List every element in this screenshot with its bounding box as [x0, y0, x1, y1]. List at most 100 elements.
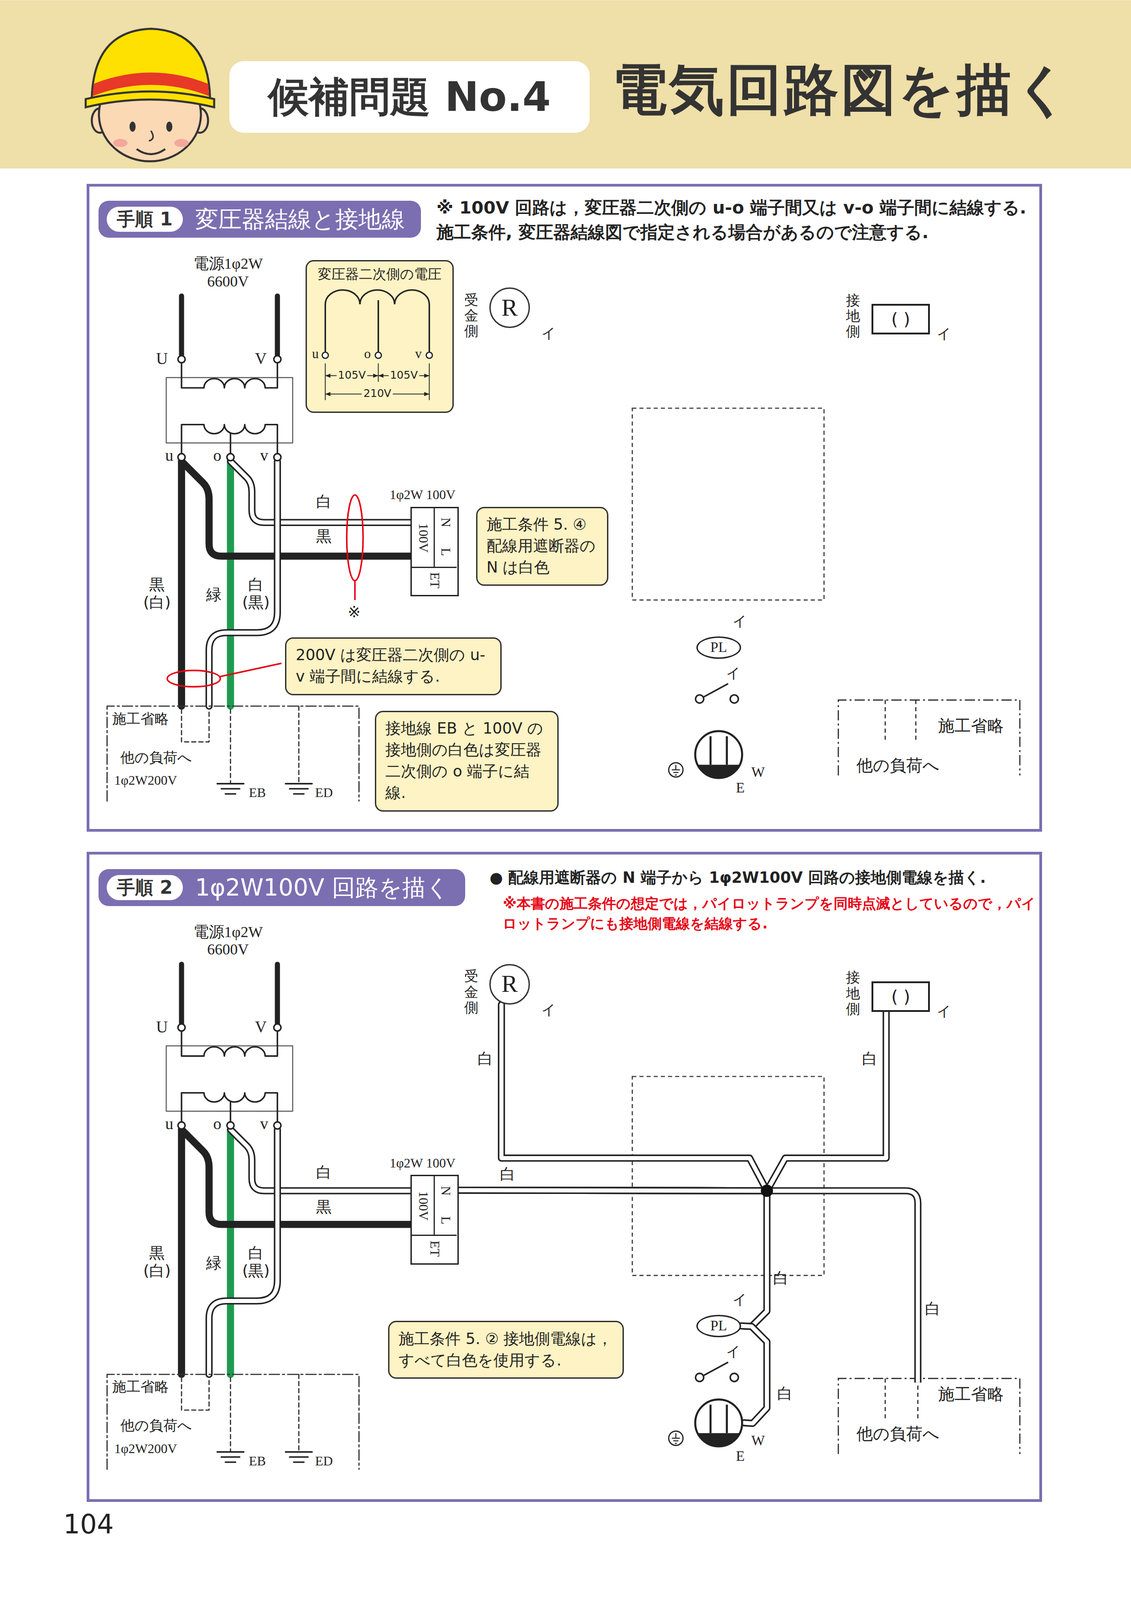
wire-color-label: 白 — [773, 1269, 789, 1287]
wire-stroke — [458, 1189, 768, 1327]
right-side-1 — [632, 408, 1020, 776]
callout-box: 施工条件 5. ② 接地側電線は，すべて白色を使用する. — [388, 1320, 624, 1379]
helmet — [91, 28, 210, 99]
switch-contact — [695, 694, 704, 703]
side-label: 接地側 — [845, 292, 861, 340]
pilot-lamp: PLイ — [696, 636, 742, 659]
callout-box: 接地線 EB と 100V の接地側の白色は変圧器二次側の o 端子に結線. — [374, 710, 559, 812]
terminal-label: U — [155, 349, 168, 368]
switch-lever — [703, 683, 729, 697]
eye — [166, 121, 173, 132]
callout-mark: ※ — [347, 603, 361, 621]
grounded-box: 接地側( )イ — [871, 303, 930, 335]
callout-text: 200V は変圧器二次側の u-v 端子間に結線する. — [295, 644, 492, 688]
cheek — [113, 138, 128, 147]
step-number: 手順 1 — [106, 206, 183, 232]
leader-line — [220, 663, 282, 677]
terminal-label: U — [155, 1017, 168, 1036]
terminal-label: u — [165, 446, 174, 465]
wire-stroke — [458, 1004, 768, 1191]
load-label: 他の負荷へ — [856, 756, 940, 775]
switch-contact — [695, 1372, 704, 1381]
load-label: 他の負荷へ — [120, 1417, 192, 1433]
ground-label: ED — [315, 785, 333, 800]
ground-label: ED — [315, 1453, 333, 1469]
symbol-letter: PL — [697, 640, 740, 655]
circuit-label: 1φ2W 100V — [389, 1155, 456, 1171]
breaker-box: 100VNLET — [410, 1174, 459, 1265]
wire-color-label: 黒 — [316, 1198, 332, 1216]
helmet-brim — [85, 91, 215, 108]
white-wire — [741, 1325, 768, 1423]
page-title: 電気回路図を描く — [612, 59, 1073, 120]
breaker-text: N — [439, 517, 453, 527]
omitted-boundary — [838, 699, 1020, 775]
step-tab: 手順 1 変圧器結線と接地線 — [98, 200, 421, 238]
receptacle-symbol: EW — [693, 1396, 745, 1448]
terminal-label: v — [259, 446, 269, 465]
omitted-wire — [885, 1377, 919, 1418]
breaker-text: L — [439, 1215, 453, 1225]
wire-stroke — [458, 1189, 768, 1327]
header-band — [0, 0, 1131, 169]
header-text: 候補問題 No.4 — [268, 74, 551, 120]
symbol-letter: ( ) — [873, 987, 928, 1005]
callout-box: 施工条件 5. ④ 配線用遮断器の N は白色 — [476, 506, 609, 587]
terminal-label: o — [212, 446, 222, 465]
terminal-label: V — [254, 1017, 267, 1036]
dimension-label: 105V — [336, 369, 368, 381]
wire-color-label: 白 — [777, 1385, 793, 1402]
transformer-wiring — [107, 295, 411, 801]
wire-stroke — [741, 1325, 768, 1423]
load-label: 他の負荷へ — [856, 1424, 940, 1443]
junction-box — [632, 408, 824, 600]
red-ellipse — [346, 494, 364, 581]
mouth — [136, 149, 166, 155]
callout-box: 200V は変圧器二次側の u-v 端子間に結線する. — [285, 637, 502, 696]
circuit-label: 1φ2W200V — [114, 773, 177, 788]
wire-color-label: 白 — [861, 1050, 878, 1068]
dimension-label: 105V — [388, 369, 420, 381]
breaker-text: N — [439, 1185, 453, 1195]
wire-stroke — [458, 1011, 887, 1191]
leader-line — [354, 580, 356, 600]
switch-contact — [730, 694, 739, 703]
symbol-letter: ( ) — [873, 310, 928, 328]
wire-color-label: 白 — [924, 1300, 941, 1318]
receptacle-drawing — [693, 1396, 745, 1448]
terminal-label: V — [254, 349, 267, 368]
receptacle-symbol: EW — [693, 728, 745, 780]
junction-box — [632, 1076, 824, 1276]
step-number: 手順 2 — [106, 874, 183, 900]
receptacle-drawing — [693, 728, 745, 780]
breaker-text: ET — [427, 1239, 441, 1257]
omitted-label: 施工省略 — [112, 1378, 169, 1395]
switch-lever — [703, 1361, 729, 1375]
callout-text: 接地線 EB と 100V の接地側の白色は変圧器二次側の o 端子に結線. — [385, 717, 548, 804]
wire-stroke — [458, 1011, 887, 1191]
ground-label: EB — [249, 785, 266, 800]
receiver-circle: 受金側Rイ — [489, 287, 530, 328]
note-text: ● 配線用遮断器の N 端子から 1φ2W100V 回路の接地側電線を描く. — [489, 866, 1041, 889]
right-side-2 — [632, 1076, 1020, 1454]
grounded-box: 接地側( )イ — [871, 980, 930, 1012]
wire-color-label: 白 (黒) — [239, 575, 273, 612]
white-wire — [458, 1011, 887, 1191]
white-wire-outline — [767, 1190, 919, 1382]
dimension-label: 210V — [362, 388, 394, 399]
omitted-label: 施工省略 — [112, 710, 169, 727]
nose — [148, 130, 153, 141]
omitted-wire — [885, 699, 916, 740]
mark-label: イ — [726, 1343, 741, 1359]
terminal-label: E — [736, 779, 745, 796]
symbol-letter: R — [490, 295, 529, 321]
wire-color-label: 白 (黒) — [239, 1244, 273, 1280]
step-title: 変圧器結線と接地線 — [195, 205, 405, 233]
symbol-letter: R — [490, 971, 529, 997]
note-text: ※本書の施工条件の想定では，パイロットランプを同時点滅としているので，パイロット… — [502, 893, 1038, 934]
wire-color-label: 白 — [316, 1163, 332, 1181]
mark-label: イ — [726, 664, 741, 681]
mark-label: イ — [936, 325, 952, 342]
eye — [129, 121, 136, 132]
terminal-label: W — [751, 1432, 765, 1448]
